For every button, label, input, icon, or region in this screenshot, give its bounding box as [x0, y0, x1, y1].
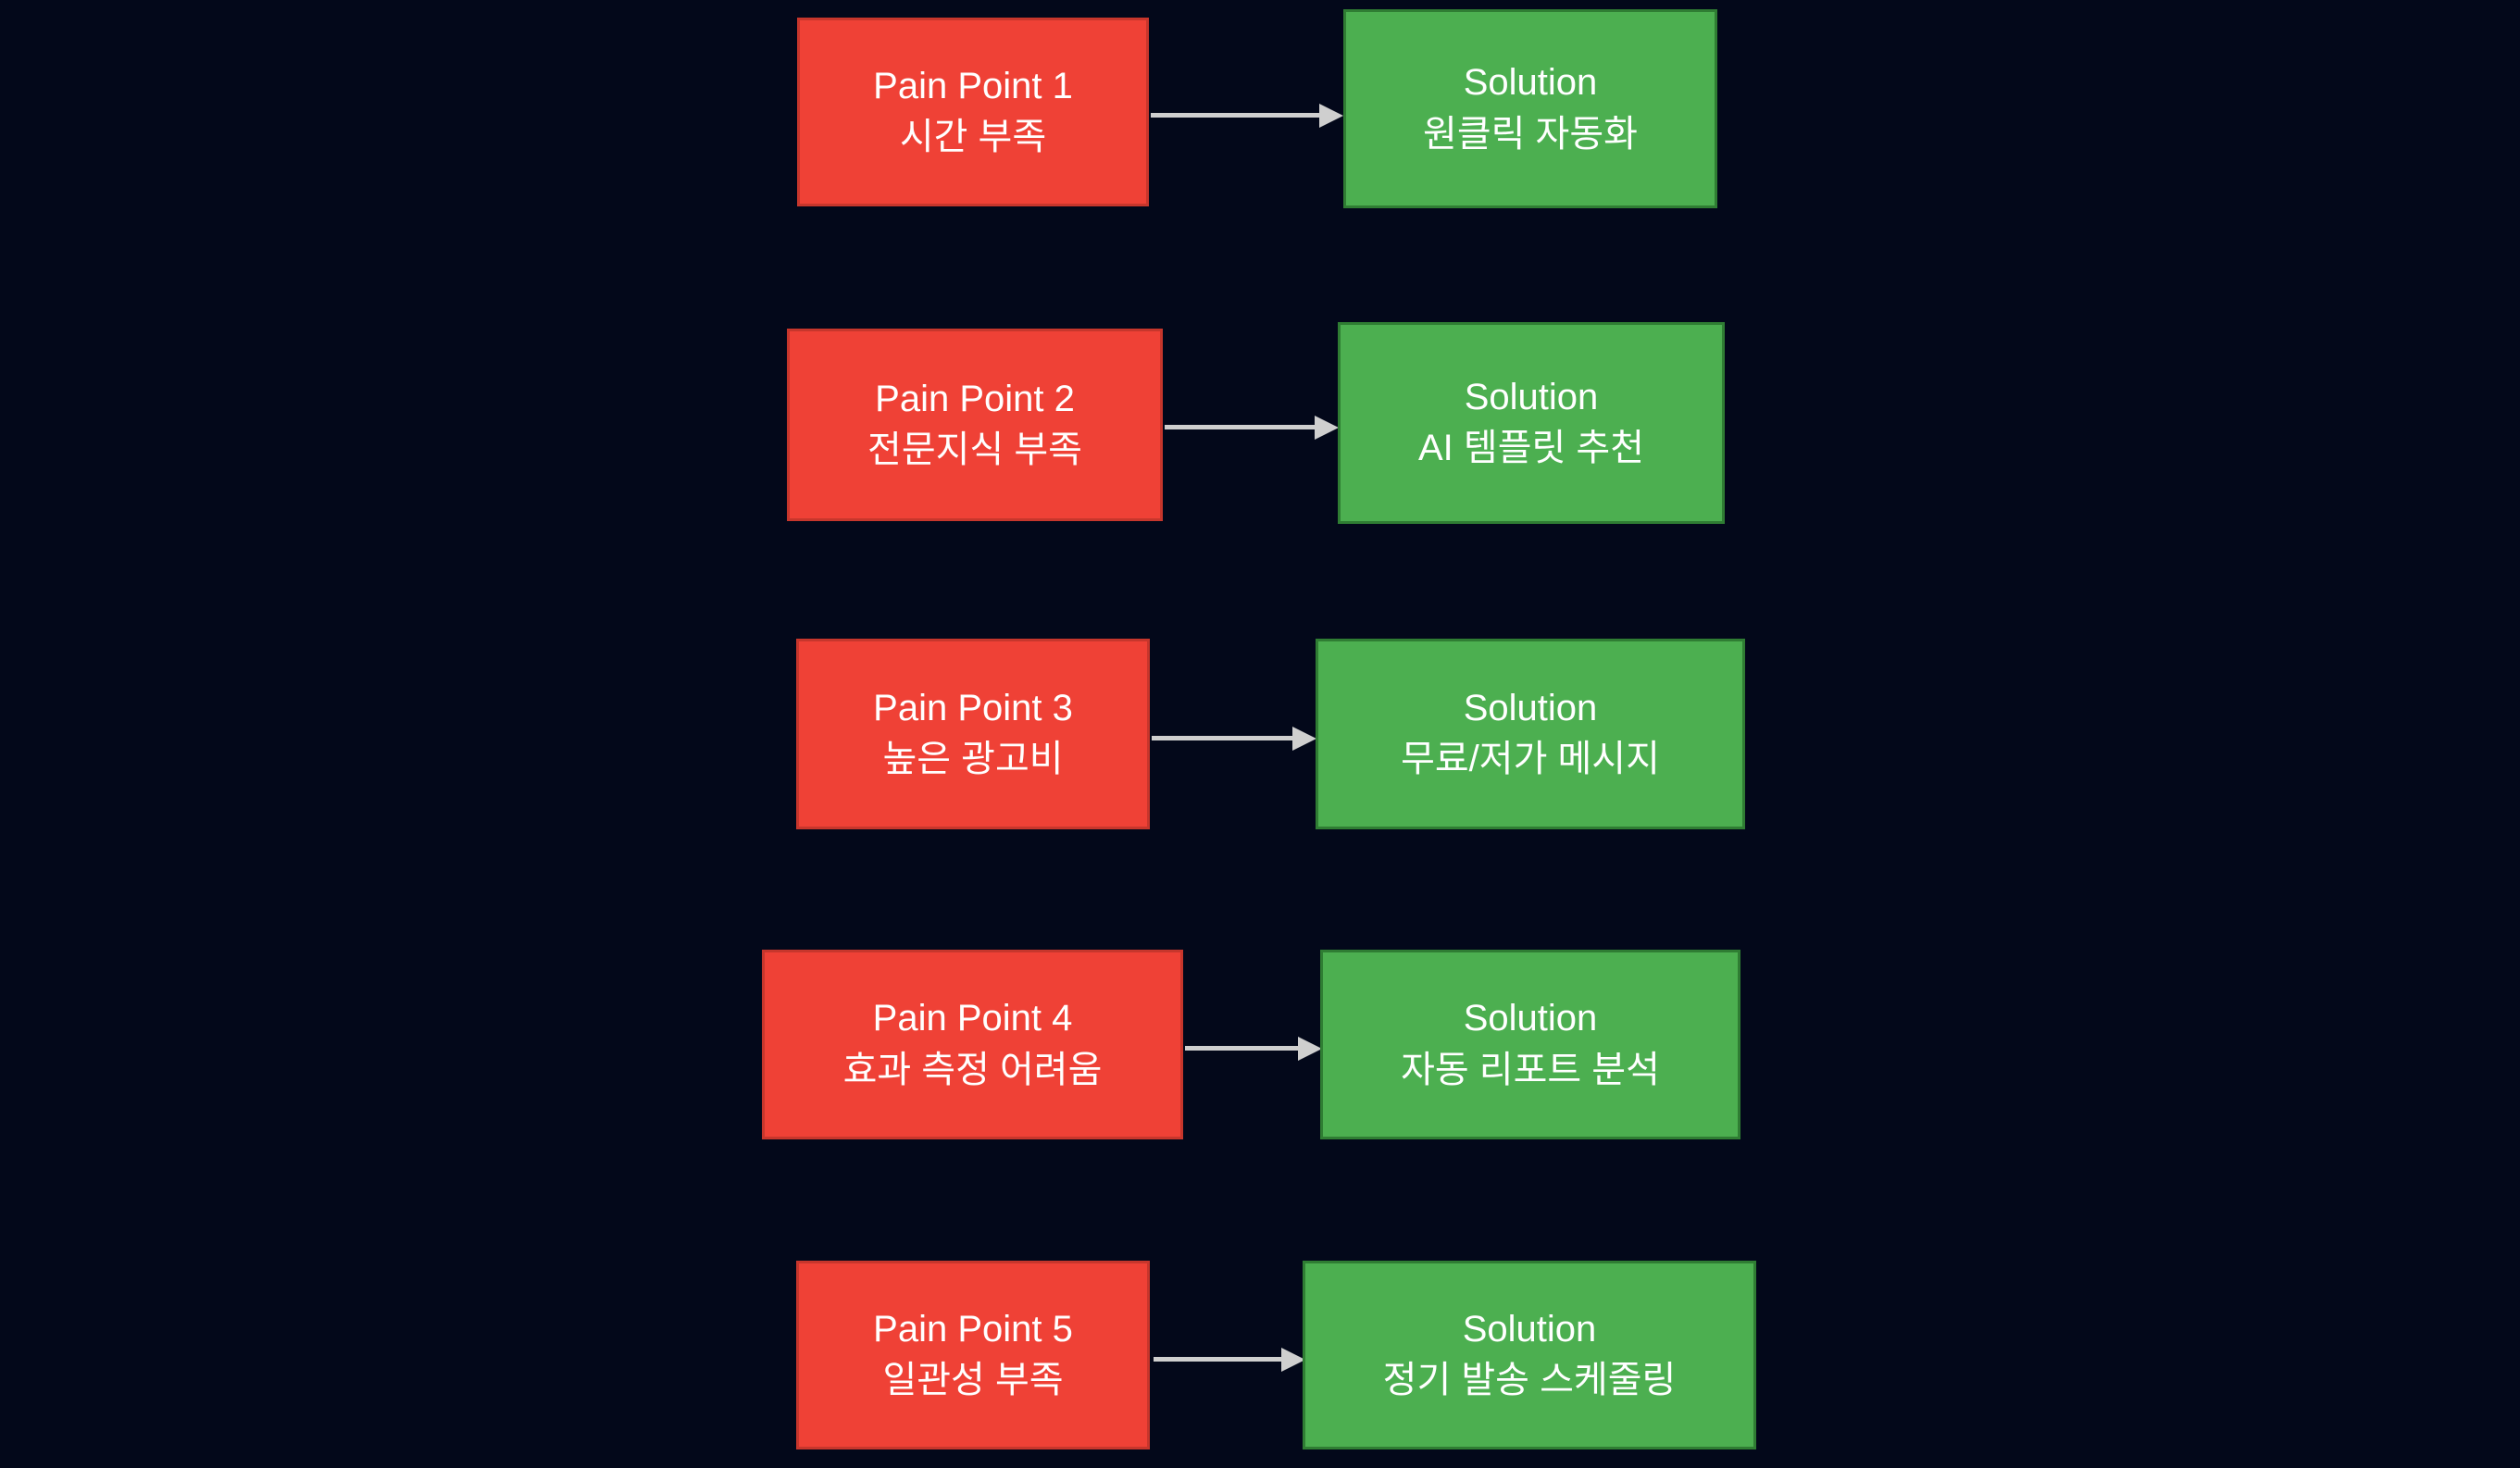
pain-point-label-1: Pain Point 1 [873, 65, 1073, 106]
pain-point-desc-5: 일관성 부족 [882, 1360, 1064, 1400]
solution-desc-3: 무료/저가 메시지 [1401, 739, 1660, 779]
solution-label-5: Solution [1462, 1308, 1597, 1350]
pain-point-desc-1: 시간 부족 [899, 117, 1047, 157]
pain-point-node-3[interactable]: Pain Point 3 높은 광고비 [796, 639, 1150, 829]
solution-node-4[interactable]: Solution 자동 리포트 분석 [1320, 950, 1740, 1139]
solution-label-2: Solution [1464, 376, 1599, 417]
arrow-shaft-2 [1165, 425, 1315, 429]
arrow-shaft-5 [1154, 1357, 1281, 1362]
arrow-head-1 [1319, 104, 1343, 128]
pain-point-label-2: Pain Point 2 [875, 378, 1075, 419]
arrow-shaft-1 [1151, 113, 1319, 118]
solution-desc-4: 자동 리포트 분석 [1401, 1049, 1660, 1090]
pain-point-label-3: Pain Point 3 [873, 687, 1073, 728]
arrow-head-3 [1292, 727, 1316, 751]
pain-point-desc-2: 전문지식 부족 [867, 429, 1082, 470]
arrow-shaft-4 [1185, 1046, 1298, 1051]
pain-point-label-5: Pain Point 5 [873, 1308, 1073, 1350]
pain-point-node-5[interactable]: Pain Point 5 일관성 부족 [796, 1261, 1150, 1449]
arrow-shaft-3 [1152, 736, 1292, 740]
pain-point-desc-3: 높은 광고비 [882, 739, 1064, 779]
arrow-head-4 [1298, 1037, 1322, 1061]
pain-point-label-4: Pain Point 4 [872, 998, 1073, 1039]
solution-label-4: Solution [1463, 998, 1598, 1039]
solution-desc-1: 원클릭 자동화 [1423, 113, 1638, 155]
solution-desc-2: AI 템플릿 추천 [1417, 428, 1645, 468]
arrow-head-2 [1315, 416, 1339, 440]
solution-node-3[interactable]: Solution 무료/저가 메시지 [1316, 639, 1745, 829]
solution-node-2[interactable]: Solution AI 템플릿 추천 [1338, 322, 1725, 524]
solution-label-1: Solution [1463, 62, 1598, 104]
solution-node-1[interactable]: Solution 원클릭 자동화 [1343, 9, 1717, 208]
solution-node-5[interactable]: Solution 정기 발송 스케줄링 [1303, 1261, 1756, 1449]
pain-point-node-2[interactable]: Pain Point 2 전문지식 부족 [787, 329, 1163, 521]
pain-point-node-1[interactable]: Pain Point 1 시간 부족 [797, 18, 1149, 206]
solution-label-3: Solution [1463, 687, 1598, 728]
solution-desc-5: 정기 발송 스케줄링 [1382, 1360, 1677, 1400]
pain-point-desc-4: 효과 측정 어려움 [842, 1049, 1103, 1090]
pain-point-node-4[interactable]: Pain Point 4 효과 측정 어려움 [762, 950, 1183, 1139]
